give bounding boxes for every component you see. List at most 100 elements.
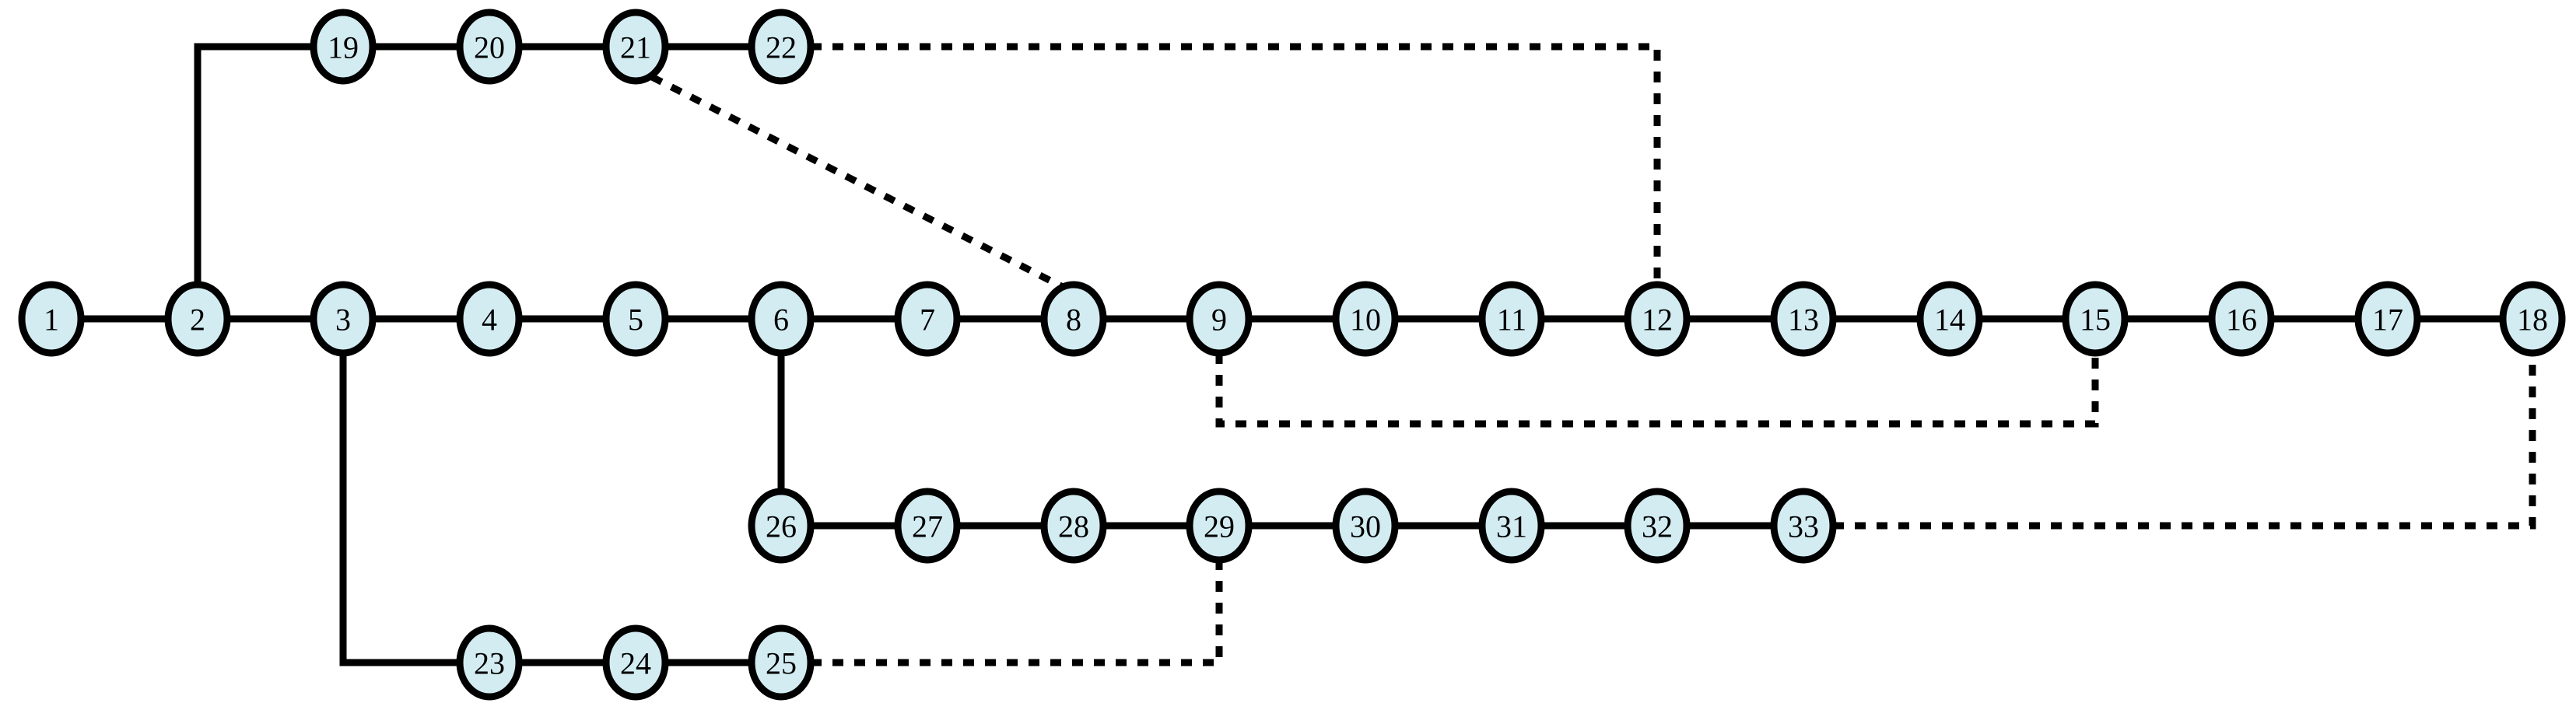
node-label: 33 xyxy=(1788,509,1819,544)
node-shape[interactable] xyxy=(894,488,961,564)
graph-edge xyxy=(1833,353,2536,530)
node-label: 9 xyxy=(1211,303,1227,338)
graph-node-9[interactable]: 9 xyxy=(1186,281,1253,357)
graph-node-8[interactable]: 8 xyxy=(1040,281,1107,357)
graph-node-29[interactable]: 29 xyxy=(1186,488,1253,564)
node-shape[interactable] xyxy=(310,9,377,85)
node-shape[interactable] xyxy=(1040,488,1107,564)
graph-node-26[interactable]: 26 xyxy=(748,488,815,564)
graph-node-28[interactable]: 28 xyxy=(1040,488,1107,564)
node-shape[interactable] xyxy=(2354,281,2421,357)
node-shape[interactable] xyxy=(1624,281,1691,357)
node-shape[interactable] xyxy=(1040,281,1107,357)
node-shape[interactable] xyxy=(1186,488,1253,564)
graph-node-1[interactable]: 1 xyxy=(18,281,85,357)
graph-node-14[interactable]: 14 xyxy=(1916,281,1983,357)
graph-node-25[interactable]: 25 xyxy=(748,624,815,701)
graph-node-33[interactable]: 33 xyxy=(1770,488,1837,564)
node-label: 26 xyxy=(766,509,797,544)
graph-node-7[interactable]: 7 xyxy=(894,281,961,357)
node-label: 1 xyxy=(44,303,59,338)
node-shape[interactable] xyxy=(456,624,523,701)
graph-node-31[interactable]: 31 xyxy=(1478,488,1545,564)
node-shape[interactable] xyxy=(894,281,961,357)
graph-edge xyxy=(650,73,1065,291)
node-label: 3 xyxy=(335,303,351,338)
node-shape[interactable] xyxy=(602,281,669,357)
graph-edge xyxy=(811,560,1223,666)
graph-node-4[interactable]: 4 xyxy=(456,281,523,357)
graph-node-12[interactable]: 12 xyxy=(1624,281,1691,357)
graph-node-15[interactable]: 15 xyxy=(2062,281,2129,357)
node-label: 23 xyxy=(474,646,505,681)
node-label: 28 xyxy=(1058,509,1089,544)
node-shape[interactable] xyxy=(2062,281,2129,357)
graph-node-27[interactable]: 27 xyxy=(894,488,961,564)
graph-node-19[interactable]: 19 xyxy=(310,9,377,85)
node-shape[interactable] xyxy=(748,624,815,701)
node-label: 14 xyxy=(1934,303,1965,338)
node-shape[interactable] xyxy=(602,9,669,85)
graph-node-23[interactable]: 23 xyxy=(456,624,523,701)
node-label: 25 xyxy=(766,646,797,681)
graph-node-11[interactable]: 11 xyxy=(1478,281,1545,357)
node-label: 21 xyxy=(620,30,651,65)
graph-node-3[interactable]: 3 xyxy=(310,281,377,357)
graph-edge xyxy=(339,353,460,666)
node-shape[interactable] xyxy=(748,9,815,85)
graph-edge xyxy=(1215,353,2099,428)
graph-node-21[interactable]: 21 xyxy=(602,9,669,85)
node-shape[interactable] xyxy=(456,9,523,85)
node-shape[interactable] xyxy=(748,281,815,357)
node-shape[interactable] xyxy=(1478,488,1545,564)
node-shape[interactable] xyxy=(310,281,377,357)
node-shape[interactable] xyxy=(2499,281,2566,357)
graph-node-30[interactable]: 30 xyxy=(1332,488,1399,564)
node-shape[interactable] xyxy=(1478,281,1545,357)
graph-node-2[interactable]: 2 xyxy=(164,281,231,357)
graph-node-6[interactable]: 6 xyxy=(748,281,815,357)
node-shape[interactable] xyxy=(748,488,815,564)
node-label: 27 xyxy=(912,509,943,544)
node-label: 24 xyxy=(620,646,651,681)
node-shape[interactable] xyxy=(1186,281,1253,357)
node-shape[interactable] xyxy=(1770,488,1837,564)
node-shape[interactable] xyxy=(456,281,523,357)
graph-node-20[interactable]: 20 xyxy=(456,9,523,85)
node-label: 32 xyxy=(1642,509,1673,544)
node-label: 22 xyxy=(766,30,797,65)
node-label: 7 xyxy=(920,303,935,338)
graph-node-17[interactable]: 17 xyxy=(2354,281,2421,357)
graph-node-22[interactable]: 22 xyxy=(748,9,815,85)
node-label: 17 xyxy=(2372,303,2403,338)
node-label: 15 xyxy=(2080,303,2111,338)
node-shape[interactable] xyxy=(1770,281,1837,357)
graph-node-13[interactable]: 13 xyxy=(1770,281,1837,357)
node-label: 4 xyxy=(482,303,497,338)
graph-node-18[interactable]: 18 xyxy=(2499,281,2566,357)
graph-node-10[interactable]: 10 xyxy=(1332,281,1399,357)
graph-node-5[interactable]: 5 xyxy=(602,281,669,357)
node-label: 19 xyxy=(328,30,359,65)
graph-edge xyxy=(194,43,314,285)
node-label: 29 xyxy=(1204,509,1235,544)
node-shape[interactable] xyxy=(1332,488,1399,564)
node-shape[interactable] xyxy=(18,281,85,357)
graph-node-32[interactable]: 32 xyxy=(1624,488,1691,564)
node-shape[interactable] xyxy=(1332,281,1399,357)
node-label: 31 xyxy=(1496,509,1527,544)
graph-node-16[interactable]: 16 xyxy=(2208,281,2275,357)
node-label: 12 xyxy=(1642,303,1673,338)
node-shape[interactable] xyxy=(2208,281,2275,357)
graph-edge xyxy=(811,43,1661,285)
node-label: 11 xyxy=(1497,303,1527,338)
node-shape[interactable] xyxy=(164,281,231,357)
node-label: 8 xyxy=(1066,303,1081,338)
node-label: 13 xyxy=(1788,303,1819,338)
node-shape[interactable] xyxy=(1916,281,1983,357)
node-shape[interactable] xyxy=(602,624,669,701)
graph-node-24[interactable]: 24 xyxy=(602,624,669,701)
node-label: 2 xyxy=(190,303,205,338)
node-shape[interactable] xyxy=(1624,488,1691,564)
